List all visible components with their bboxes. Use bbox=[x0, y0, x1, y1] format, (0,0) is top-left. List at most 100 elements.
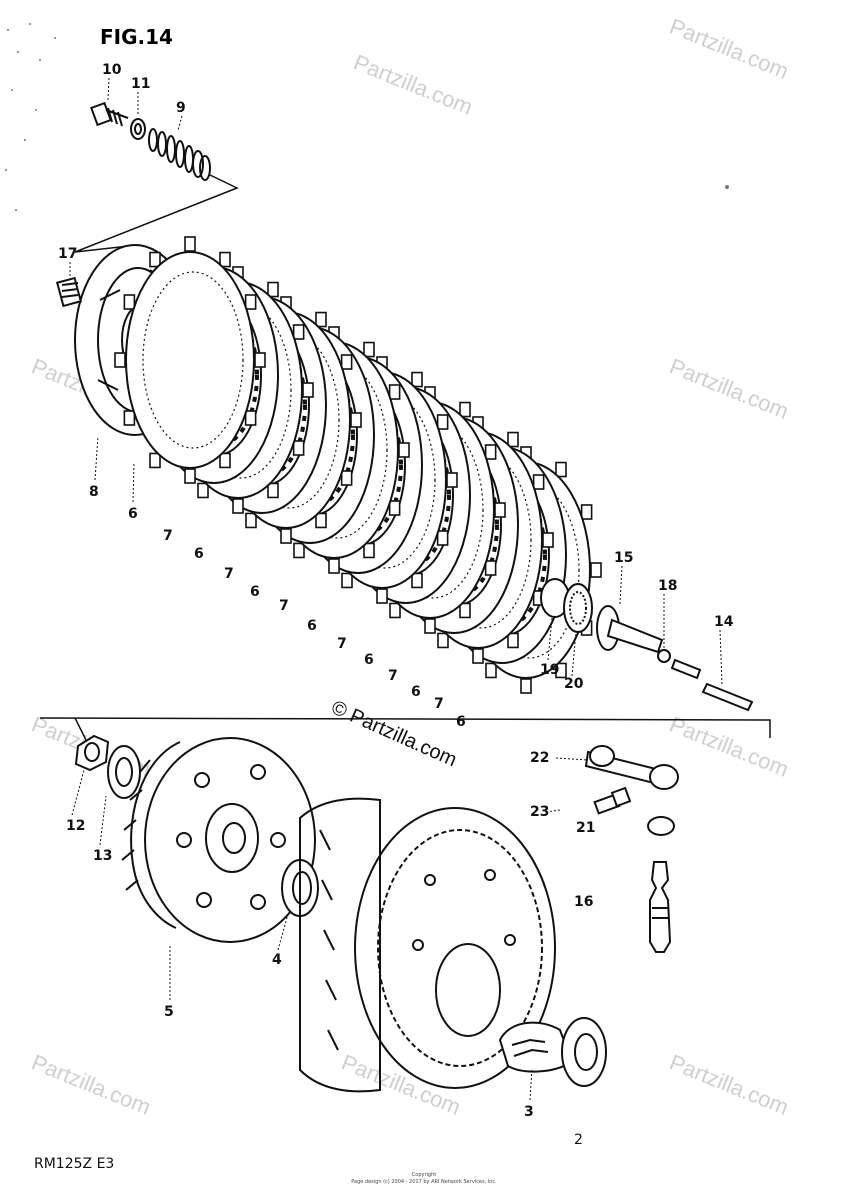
plate-tab bbox=[363, 542, 375, 559]
plate-tab bbox=[437, 632, 449, 649]
plate-tab bbox=[197, 482, 209, 499]
plate-tab bbox=[114, 352, 126, 368]
plate-tab bbox=[459, 602, 471, 619]
plate-tab bbox=[219, 452, 231, 469]
callout-leaders bbox=[69, 77, 723, 1101]
plate-tab bbox=[123, 410, 136, 426]
release-shaft-16 bbox=[649, 861, 672, 953]
callout-label: 17 bbox=[58, 246, 77, 262]
plate-tab bbox=[542, 532, 554, 548]
callout-label: 20 bbox=[564, 676, 584, 692]
callout-label: 7 bbox=[224, 566, 234, 582]
callout-label: 6 bbox=[456, 714, 466, 730]
plate-tab bbox=[376, 588, 388, 604]
plate-tab bbox=[254, 352, 266, 368]
callout-label: 6 bbox=[307, 618, 317, 634]
callout-label: 7 bbox=[337, 636, 347, 652]
pushrod-14 bbox=[670, 658, 754, 712]
plate-tab bbox=[507, 632, 519, 649]
plate-tab bbox=[555, 461, 567, 478]
plate-inner-teeth bbox=[323, 393, 403, 537]
thrust-washer-2 bbox=[561, 1017, 607, 1087]
clutch-spring bbox=[148, 128, 211, 181]
plate-tab bbox=[484, 560, 497, 576]
plate-tab bbox=[292, 324, 305, 340]
plate-tab bbox=[341, 572, 353, 589]
callout-label: 7 bbox=[388, 668, 398, 684]
plate-tab bbox=[424, 618, 436, 634]
callout-label: 12 bbox=[66, 818, 85, 834]
callout-label: 18 bbox=[658, 578, 677, 594]
plate-tab bbox=[328, 558, 340, 574]
callout-label: 23 bbox=[530, 804, 549, 820]
plate-tab bbox=[245, 512, 257, 529]
scan-noise bbox=[5, 23, 729, 211]
plate-tab bbox=[446, 472, 458, 488]
plate-tab bbox=[436, 414, 449, 430]
plate-tab bbox=[494, 502, 506, 518]
plate-tab bbox=[267, 281, 279, 298]
callout-label: 9 bbox=[176, 100, 186, 116]
callout-label: 14 bbox=[714, 614, 734, 630]
callout-label: 19 bbox=[540, 662, 559, 678]
plate-tab bbox=[520, 678, 532, 694]
plate-tab bbox=[315, 311, 327, 328]
plate-tab bbox=[363, 341, 375, 358]
pushrod-piece-15 bbox=[596, 605, 664, 654]
clutch-plate-stack bbox=[114, 236, 602, 694]
plate-tab bbox=[184, 468, 196, 484]
callout-label: 7 bbox=[434, 696, 444, 712]
plate-inner-teeth bbox=[227, 333, 307, 477]
plate-tab bbox=[244, 294, 257, 310]
drive-plate bbox=[114, 236, 266, 484]
bearing-20 bbox=[563, 583, 593, 633]
callout-label: 3 bbox=[524, 1104, 534, 1120]
plate-inner-teeth bbox=[419, 453, 499, 597]
callout-label: 4 bbox=[272, 952, 282, 968]
callout-label: 6 bbox=[128, 506, 138, 522]
plate-tab bbox=[149, 452, 161, 469]
model-code: RM125Z E3 bbox=[34, 1156, 114, 1172]
callout-label: 6 bbox=[411, 684, 421, 700]
plate-tab bbox=[302, 382, 314, 398]
plate-tab bbox=[436, 530, 449, 546]
figure-title: FIG.14 bbox=[100, 25, 173, 49]
release-bolt-21 bbox=[593, 786, 632, 815]
clutch-washer bbox=[130, 118, 146, 140]
callout-label: 10 bbox=[102, 62, 122, 78]
plate-tab bbox=[184, 236, 196, 252]
plate-tab bbox=[388, 384, 401, 400]
plate-tab bbox=[411, 572, 423, 589]
callout-label: 6 bbox=[364, 652, 374, 668]
copyright-line: Page design (c) 2004 - 2017 by ARI Netwo… bbox=[351, 1179, 497, 1185]
callout-label: 16 bbox=[574, 894, 593, 910]
clutch-nut-12 bbox=[74, 734, 110, 772]
release-arm-22 bbox=[584, 745, 679, 790]
callout-label: 22 bbox=[530, 750, 549, 766]
callout-label: 8 bbox=[89, 484, 99, 500]
plate-tab bbox=[232, 498, 244, 514]
plate-tab bbox=[532, 474, 545, 490]
plate-inner-teeth bbox=[371, 423, 451, 567]
plate-inner-teeth bbox=[179, 303, 259, 447]
plate-tab bbox=[219, 251, 231, 268]
plate-tab bbox=[555, 662, 567, 679]
plate-tab bbox=[292, 440, 305, 456]
plate-tab bbox=[149, 251, 161, 268]
watermark-text: Partzilla.com bbox=[666, 1049, 792, 1119]
plate-tab bbox=[293, 542, 305, 559]
ball-18 bbox=[657, 649, 671, 663]
watermark-text: Partzilla.com bbox=[666, 13, 792, 83]
plate-tab bbox=[267, 482, 279, 499]
watermark-text: Partzilla.com bbox=[28, 1049, 154, 1119]
plate-inner-teeth bbox=[467, 483, 547, 627]
watermark-text: Partzilla.com bbox=[666, 711, 792, 781]
adjuster-screw bbox=[55, 276, 83, 308]
leader-lines bbox=[39, 174, 771, 741]
plate-inner-ring bbox=[142, 271, 244, 449]
clutch-bolt bbox=[90, 101, 129, 127]
clutch-housing bbox=[299, 797, 556, 1093]
plate-tab bbox=[484, 444, 497, 460]
callout-label: 6 bbox=[194, 546, 204, 562]
callout-label: 6 bbox=[250, 584, 260, 600]
